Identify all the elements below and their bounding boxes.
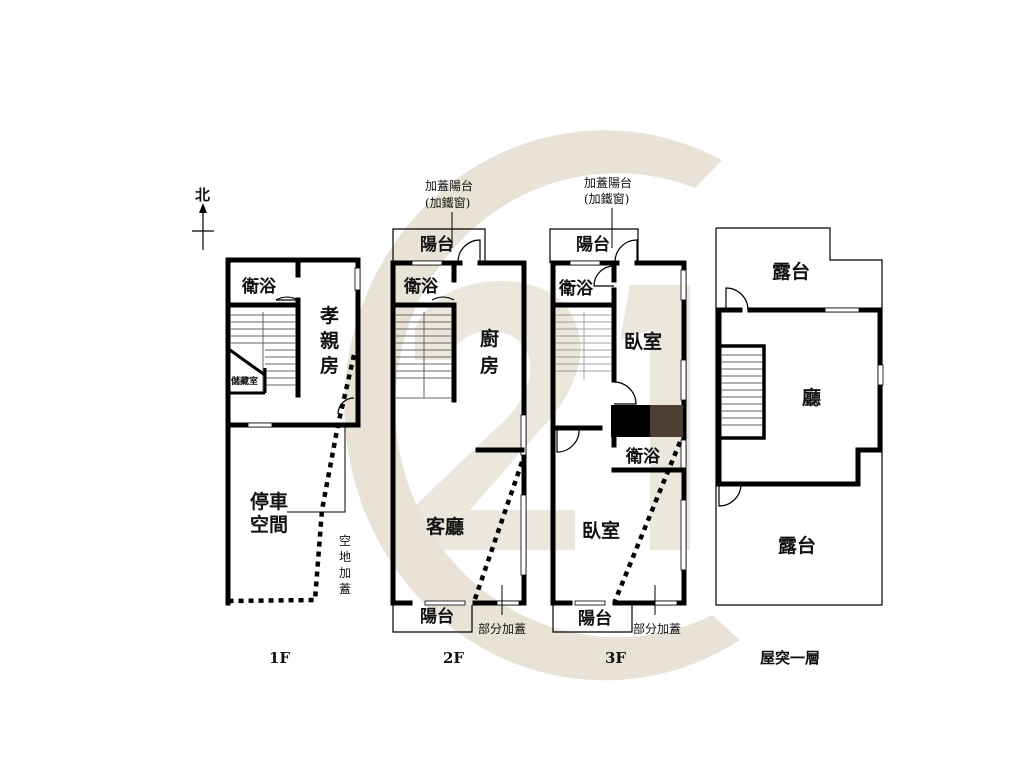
room-parents-1: 孝 — [320, 305, 339, 327]
note-ext-1: 空 — [339, 534, 351, 548]
room-parents-2: 親 — [320, 329, 339, 352]
room-parents-3: 房 — [320, 354, 339, 377]
room-parking-line1: 停車 — [250, 490, 288, 513]
floor-label-2f: 2F — [443, 649, 464, 667]
watermark-c-arc — [344, 130, 740, 681]
note-partial-ext-2f: 部分加蓋 — [478, 621, 526, 636]
note-top-ext-3f-2: (加鐵窗) — [584, 191, 629, 206]
room-bedroom-bottom-3f: 臥室 — [582, 519, 620, 542]
room-balcony-top-3f: 陽台 — [576, 234, 610, 255]
room-bathroom-top-3f: 衛浴 — [558, 278, 594, 299]
note-top-ext-3f-1: 加蓋陽台 — [584, 175, 632, 190]
north-label: 北 — [195, 186, 210, 204]
floor-2f: 加蓋陽台 (加鐵窗) 陽台 衛浴 — [390, 178, 527, 667]
room-balcony-bottom-2f: 陽台 — [420, 606, 454, 627]
floor-label-3f: 3F — [605, 649, 626, 667]
north-compass: 北 — [192, 186, 214, 250]
room-terrace-top: 露台 — [772, 260, 810, 283]
watermark-digit-2 — [395, 280, 581, 550]
note-ext-2: 地 — [339, 550, 351, 564]
room-parking-line2: 空間 — [250, 513, 288, 536]
room-balcony-bottom-3f: 陽台 — [578, 608, 612, 629]
room-living: 客廳 — [426, 515, 464, 538]
stairs-3f — [556, 312, 612, 380]
floor-3f: 加蓋陽台 (加鐵窗) 陽台 衛浴 — [549, 175, 687, 667]
note-partial-ext-3f: 部分加蓋 — [633, 621, 681, 636]
floor-label-1f: 1F — [269, 649, 290, 667]
note-ext-3: 加 — [339, 566, 351, 580]
room-bathroom-2f: 衛浴 — [403, 276, 439, 297]
stairs-2f — [396, 312, 452, 399]
room-storage: 儲藏室 — [230, 375, 258, 387]
note-top-ext-2f-2: (加鐵窗) — [425, 195, 470, 210]
stairs-roof — [721, 344, 766, 440]
room-kitchen-1: 廚 — [480, 327, 499, 350]
room-kitchen-2: 房 — [480, 354, 499, 377]
room-terrace-bottom: 露台 — [778, 534, 816, 557]
floor-1f: 儲藏室 衛浴 孝 親 房 停車 空間 空 地 加 蓋 1F — [225, 257, 361, 667]
note-top-ext-2f-1: 加蓋陽台 — [425, 178, 473, 193]
room-hall: 廳 — [802, 386, 821, 409]
room-balcony-top-2f: 陽台 — [420, 234, 454, 255]
floor-label-roof: 屋突一層 — [760, 649, 820, 667]
note-ext-4: 蓋 — [339, 582, 351, 596]
room-bedroom-top-3f: 臥室 — [624, 330, 662, 353]
room-bathroom-mid-3f: 衛浴 — [625, 446, 661, 467]
floor-roof: 露台 廳 露台 屋突一層 — [715, 227, 884, 667]
north-arrow-head-icon — [199, 203, 207, 213]
stairs-1f — [228, 312, 296, 395]
room-bathroom-1f: 衛浴 — [241, 276, 277, 297]
